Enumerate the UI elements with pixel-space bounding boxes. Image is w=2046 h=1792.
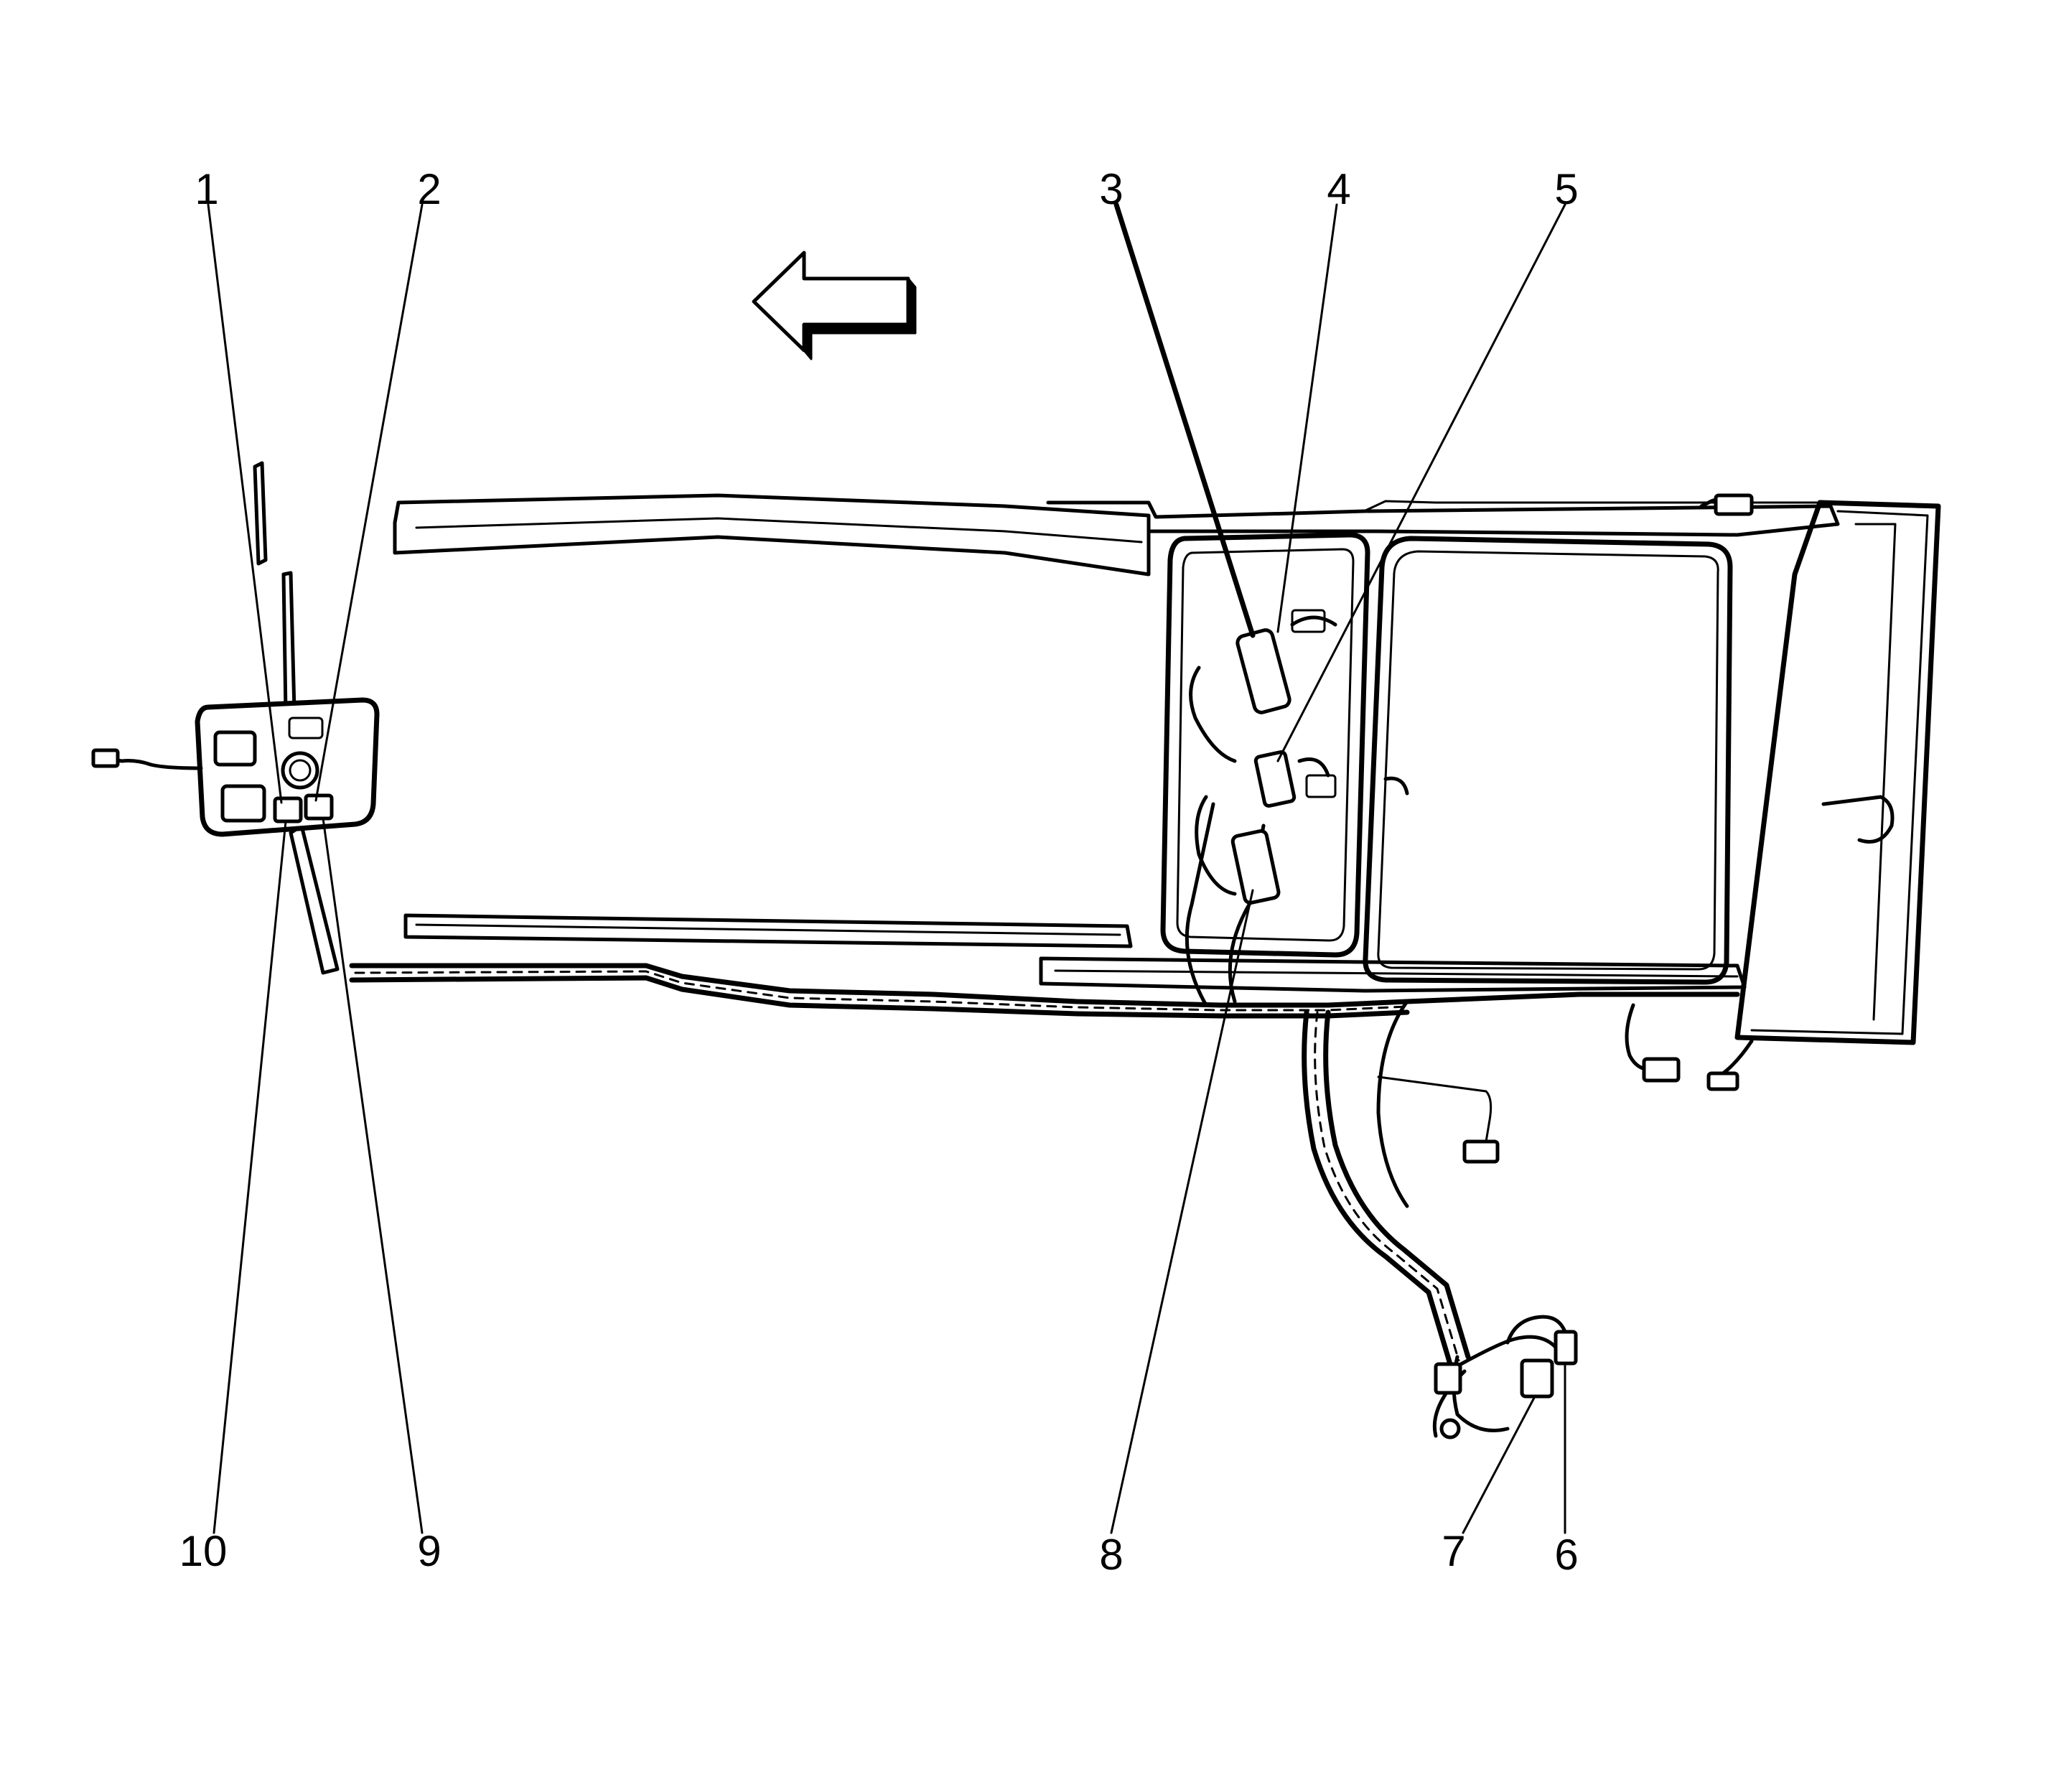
main-harness	[349, 802, 1740, 1367]
callout-10: 10	[179, 1527, 228, 1575]
callout-6: 6	[1554, 1531, 1578, 1579]
callout-7: 7	[1442, 1527, 1465, 1575]
callout-3: 3	[1099, 165, 1123, 213]
callout-2: 2	[417, 165, 441, 213]
callout-9: 9	[417, 1527, 441, 1575]
overhead-console	[91, 697, 380, 837]
leader-lines	[207, 202, 1566, 1534]
callout-5: 5	[1554, 165, 1578, 213]
rear-pigtails	[1625, 493, 1895, 1091]
callout-labels: 1 2 3 4 5 6 7 8 9 10	[179, 165, 1579, 1579]
callout-8: 8	[1099, 1531, 1123, 1579]
arrow-left-icon	[752, 251, 917, 360]
roof-frame	[253, 461, 1941, 1045]
lower-connector-group	[1377, 1075, 1578, 1439]
callout-4: 4	[1327, 165, 1350, 213]
callout-1: 1	[195, 165, 218, 213]
